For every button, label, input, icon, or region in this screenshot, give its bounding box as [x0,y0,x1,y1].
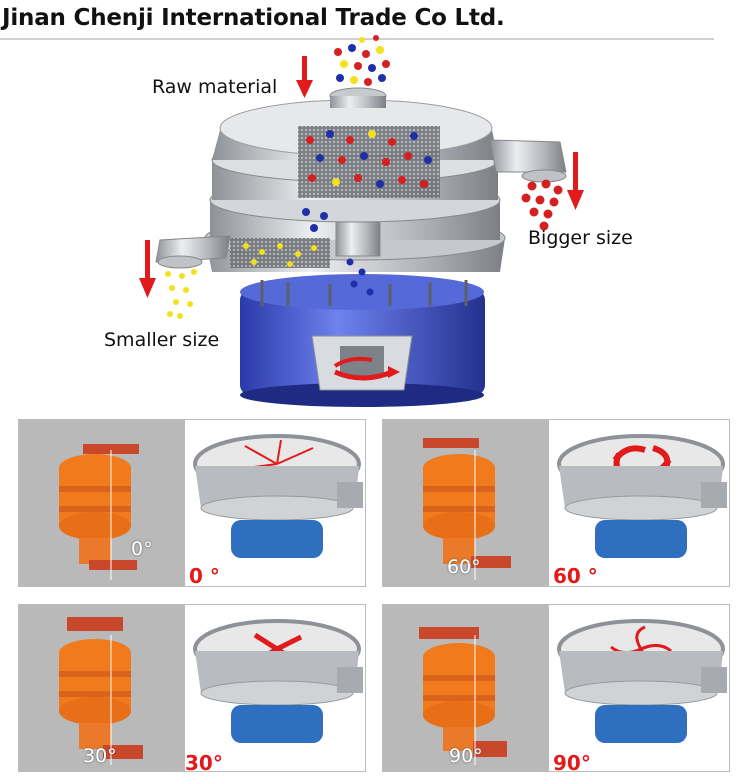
springs [260,280,468,306]
sieve-0-degree-icon [193,434,363,558]
vibrating-sieve-diagram [139,35,584,407]
motor-icon [419,627,507,765]
arrow-raw-material-icon [296,56,313,98]
panel-30-degree: 30° 30° [18,604,366,772]
smaller-particles [165,269,197,319]
arrow-bigger-size-icon [567,152,584,210]
label-bigger-size: Bigger size [528,227,633,249]
motor-icon [59,617,143,765]
motor-angle-label: 0° [131,538,153,560]
motor-angle-label: 60° [447,556,481,578]
label-raw-material: Raw material [152,76,278,98]
angle-caption: 30° [185,751,223,772]
motor-icon [59,444,139,580]
panel-60-degree: 60° 60 ° [382,419,730,587]
company-header: Jinan Chenji International Trade Co Ltd. [0,0,714,40]
angle-caption: 90° [553,751,591,772]
label-smaller-size: Smaller size [104,329,220,351]
motor-angle-label: 90° [449,745,483,767]
panel-0-degree: 0° 0 ° [18,419,366,587]
angle-caption: 0 ° [189,564,220,587]
bigger-particles [521,179,563,231]
sieve-60-degree-icon [557,434,727,558]
screen-particles [243,130,432,296]
motor-base [240,274,485,407]
motor-icon [423,438,511,580]
panel-90-degree: 90° 90° [382,604,730,772]
sieve-30-degree-icon [193,619,363,743]
motor-angle-label: 30° [83,745,117,767]
angle-caption: 60 ° [553,564,598,587]
raw-particles [334,35,390,86]
arrow-smaller-size-icon [139,240,156,298]
company-name: Jinan Chenji International Trade Co Ltd. [2,5,505,31]
sieve-90-degree-icon [557,619,727,743]
